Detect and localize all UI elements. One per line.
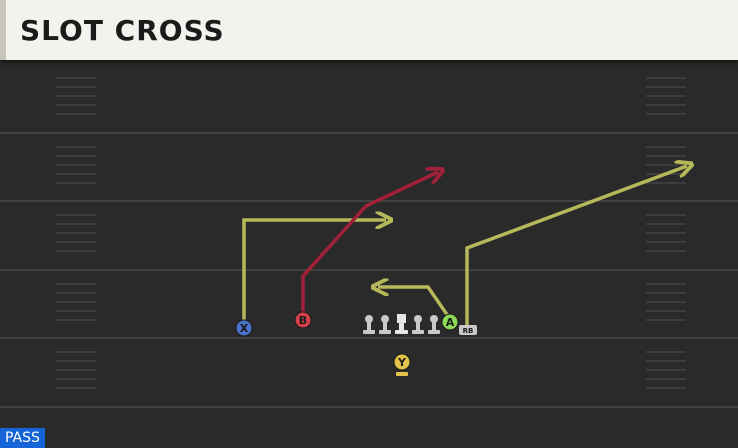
route-a: [378, 287, 450, 317]
routes: [242, 166, 687, 326]
player-y[interactable]: Y: [393, 353, 411, 376]
title-accent: [0, 0, 6, 60]
player-y-label: Y: [397, 356, 407, 369]
lineman-icon: [412, 315, 424, 334]
yard-lines: [0, 132, 738, 408]
route-rb: [465, 166, 687, 326]
player-x-label: X: [240, 322, 249, 335]
play-title: SLOT CROSS: [20, 14, 225, 47]
player-b-label: B: [299, 314, 307, 327]
route-x: [242, 220, 386, 322]
player-a[interactable]: A: [441, 313, 459, 331]
offensive-line: [363, 314, 440, 334]
title-bar: SLOT CROSS: [0, 0, 738, 60]
lineman-icon: [363, 315, 375, 334]
football-field: X B A Y RB: [0, 77, 738, 408]
route-b: [301, 172, 438, 315]
player-b[interactable]: B: [294, 311, 312, 329]
play-type-badge: PASS: [0, 428, 45, 448]
player-rb-label: RB: [463, 327, 474, 335]
player-a-label: A: [446, 316, 455, 329]
lineman-icon: [428, 315, 440, 334]
hash-marks-left: [56, 77, 96, 389]
player-x[interactable]: X: [235, 319, 253, 337]
player-rb[interactable]: RB: [459, 325, 477, 335]
center-icon: [395, 314, 408, 334]
lineman-icon: [379, 315, 391, 334]
hash-marks-right: [646, 77, 686, 389]
